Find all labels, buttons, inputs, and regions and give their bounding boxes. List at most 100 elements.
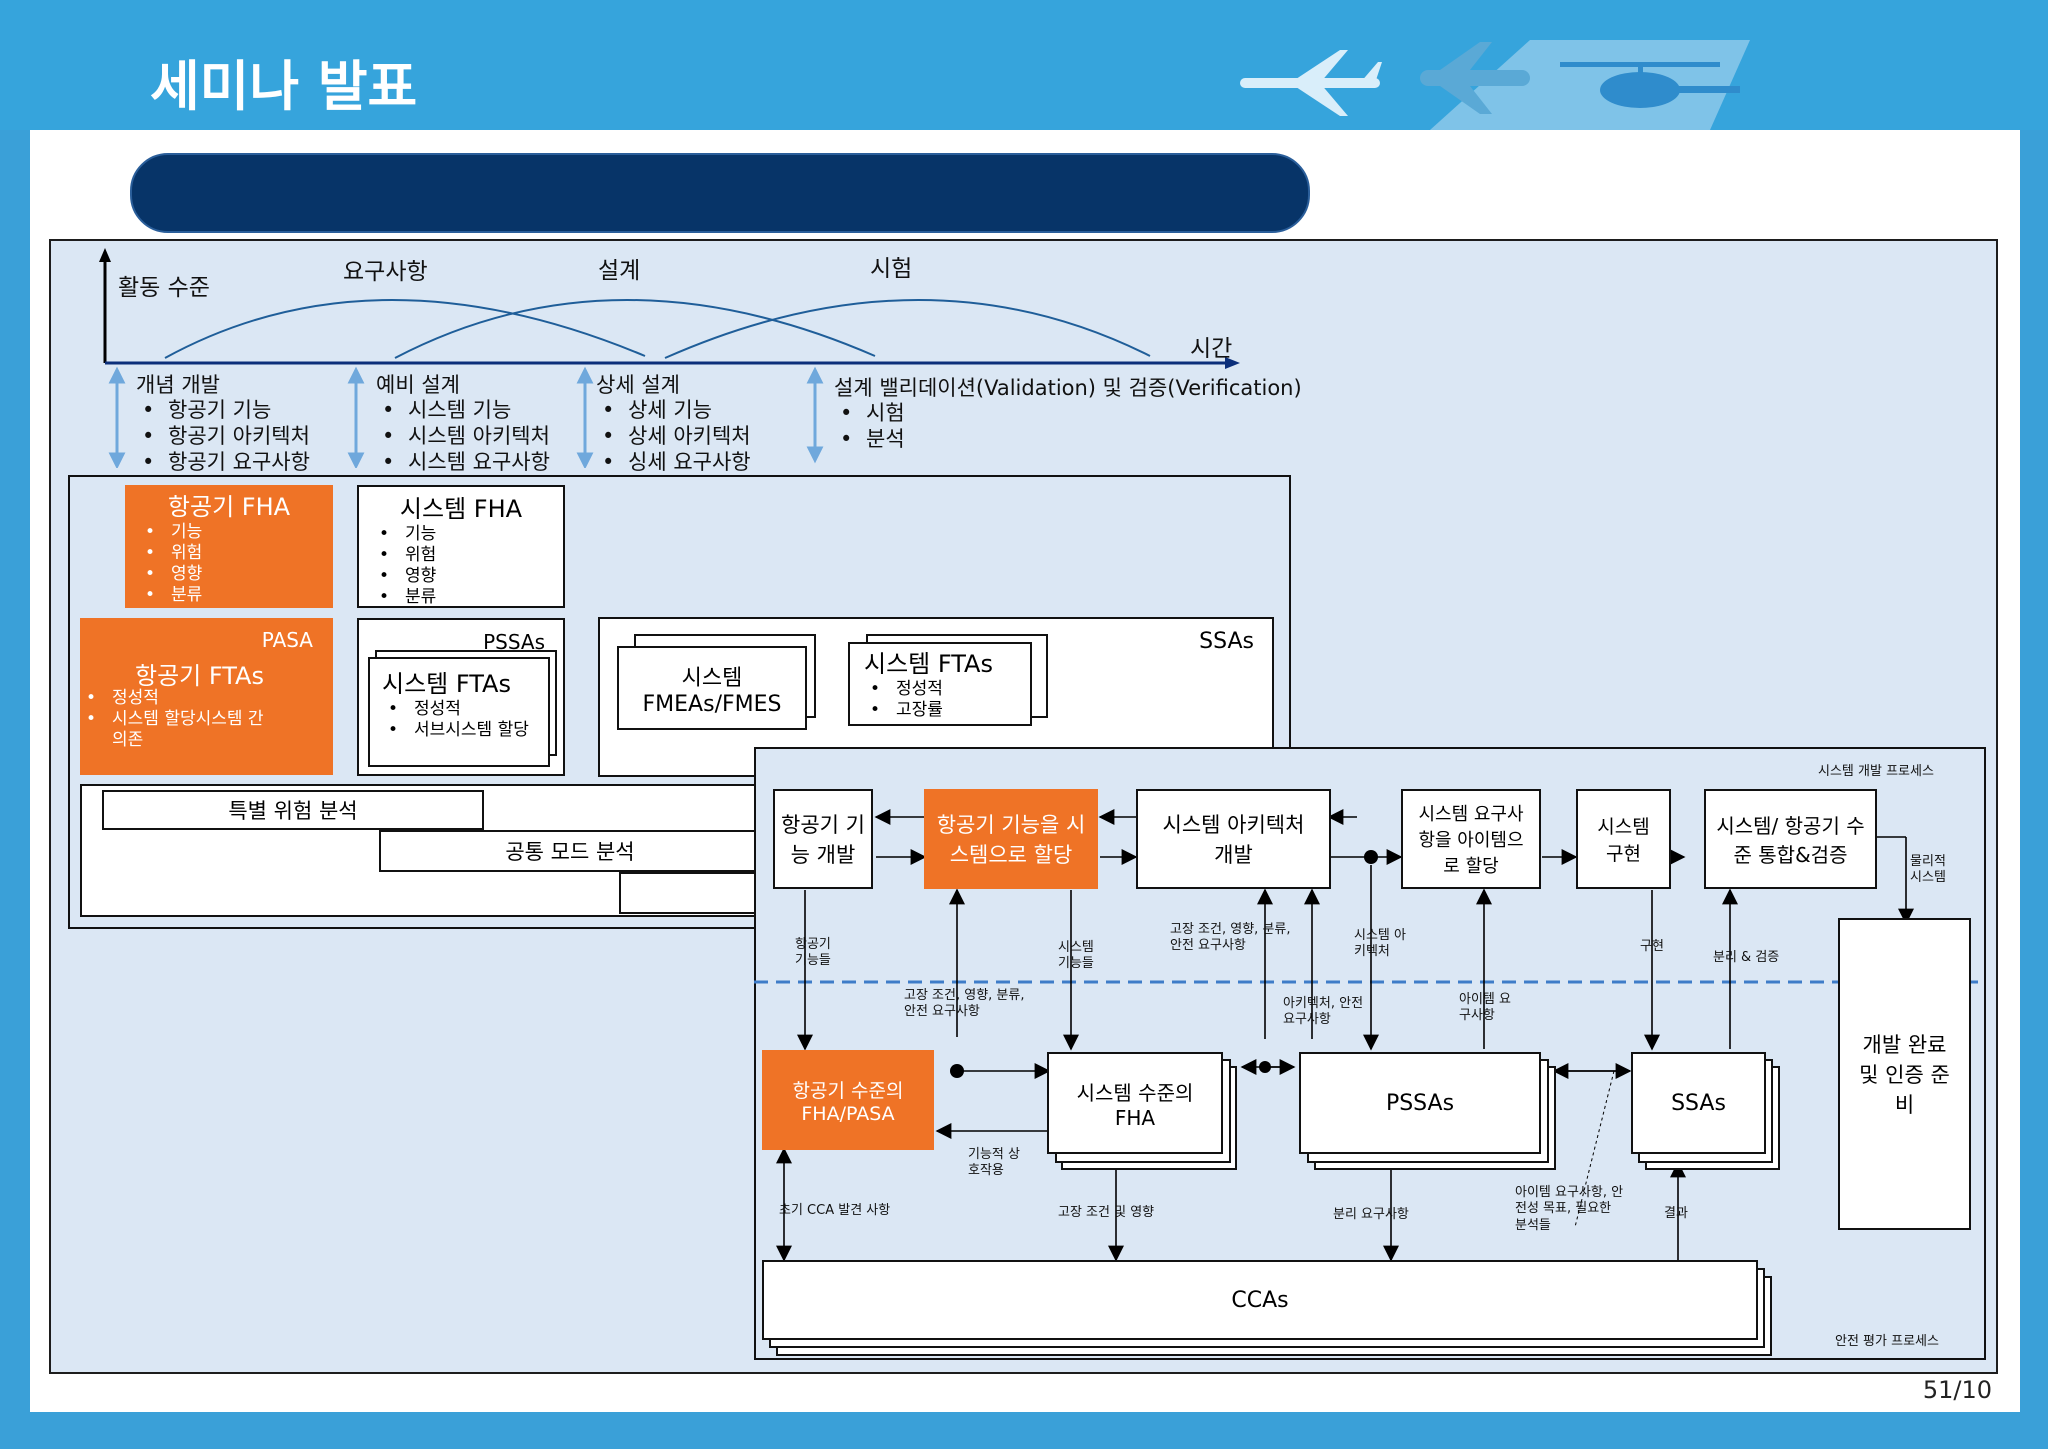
stage-title: 개념 개발 bbox=[136, 373, 220, 397]
box-item: 정성적 bbox=[864, 679, 1030, 700]
label-failure-cond-mid: 고장 조건, 영향, 분류, 안전 요구사항 bbox=[904, 988, 1025, 1020]
transport-plane-icon bbox=[1420, 42, 1530, 114]
fmea-box: 시스템 FMEAs/FMES bbox=[617, 646, 807, 730]
pasa-box: PASA 항공기 FTAs 정성적 시스템 할당시스템 간 의존 bbox=[80, 618, 333, 775]
stage-item: 상세 기능 bbox=[596, 398, 751, 424]
y-axis-arrow-icon bbox=[99, 248, 111, 262]
ccas-process-box: CCAs bbox=[762, 1260, 1758, 1340]
helicopter-icon bbox=[1560, 62, 1740, 108]
box-item: 정성적 bbox=[80, 688, 310, 709]
ssa-fta-box: 시스템 FTAs 정성적 고장률 bbox=[848, 642, 1032, 726]
box-title: 항공기 FHA bbox=[167, 493, 291, 521]
box-item: 분류 bbox=[139, 585, 333, 606]
stage-item: 항공기 요구사항 bbox=[136, 450, 310, 476]
box-title: 시스템 FHA bbox=[399, 495, 523, 523]
box-item: 분류 bbox=[373, 587, 563, 608]
box-item: 기능 bbox=[373, 524, 563, 545]
junction-dot bbox=[950, 1064, 964, 1078]
stage-concept: 개념 개발 항공기 기능 항공기 아키텍처 항공기 요구사항 bbox=[136, 373, 310, 476]
requirement-allocate-box: 시스템 요구사항을 아이템으로 할당 bbox=[1401, 789, 1541, 889]
stage-item: 시험 bbox=[834, 401, 1302, 427]
junction-dot bbox=[1364, 850, 1378, 864]
stage-item: 시스템 기능 bbox=[376, 398, 550, 424]
system-impl-box: 시스템 구현 bbox=[1576, 789, 1671, 889]
requirements-curve bbox=[164, 299, 646, 359]
box-item: 영향 bbox=[373, 566, 563, 587]
pssas-process-box: PSSAs bbox=[1299, 1052, 1541, 1154]
design-curve bbox=[394, 299, 876, 359]
y-axis-label: 활동 수준 bbox=[118, 275, 210, 301]
slide-title: 세미나 발표 bbox=[150, 55, 418, 118]
dev-process-label: 시스템 개발 프로세스 bbox=[1818, 764, 1934, 779]
label-failure-cond-top: 고장 조건, 영향, 분류, 안전 요구사항 bbox=[1170, 922, 1291, 954]
box-item: 고장률 bbox=[864, 700, 1030, 721]
label-early-cca: 초기 CCA 발견 사항 bbox=[779, 1203, 891, 1218]
system-fha-box: 시스템 FHA 기능 위험 영향 분류 bbox=[357, 485, 565, 608]
label-item-req-safety: 아이템 요구사항, 안전성 목표, 필요한 분석들 bbox=[1515, 1185, 1624, 1233]
aircraft-fha-pasa-box: 항공기 수준의 FHA/PASA bbox=[762, 1050, 934, 1150]
x-axis-arrow-icon bbox=[1225, 357, 1240, 369]
stage-title: 설계 밸리데이션(Validation) 및 검증(Verification) bbox=[834, 376, 1302, 400]
common-mode-box: 공통 모드 분석 bbox=[379, 830, 761, 872]
phase-design: 설계 bbox=[598, 258, 641, 284]
label-separation-verification: 분리 & 검증 bbox=[1713, 950, 1780, 965]
test-curve bbox=[664, 299, 1151, 359]
phase-test: 시험 bbox=[870, 256, 913, 282]
box-item: 위험 bbox=[373, 545, 563, 566]
label-functional-interaction: 기능적 상호작용 bbox=[968, 1147, 1020, 1179]
safety-process-label: 안전 평가 프로세스 bbox=[1835, 1334, 1939, 1349]
page-number: 51/10 bbox=[1922, 1376, 1992, 1404]
box-title: 시스템 FTAs bbox=[382, 670, 511, 698]
ssas-process-box: SSAs bbox=[1631, 1052, 1766, 1154]
box-title: 항공기 FTAs bbox=[135, 662, 264, 690]
section-banner bbox=[130, 153, 1310, 233]
label-separation-req: 분리 요구사항 bbox=[1333, 1207, 1409, 1222]
label-item-requirements: 아이템 요구사항 bbox=[1459, 992, 1511, 1024]
special-risk-box: 특별 위험 분석 bbox=[102, 790, 484, 830]
stage-item: 항공기 아키텍처 bbox=[136, 424, 310, 450]
box-item: 영향 bbox=[139, 564, 333, 585]
phase-requirements: 요구사항 bbox=[343, 259, 428, 285]
aircraft-fha-box: 항공기 FHA 기능 위험 영향 분류 bbox=[125, 485, 333, 608]
label-system-functions: 시스템 기능들 bbox=[1058, 940, 1094, 972]
aircraft-function-dev-box: 항공기 기능 개발 bbox=[773, 789, 873, 889]
stage-title: 상세 설계 bbox=[596, 373, 680, 397]
label-failure-effect: 고장 조건 및 영향 bbox=[1058, 1205, 1155, 1220]
box-item: 시스템 할당시스템 간 의존 bbox=[80, 709, 282, 751]
x-axis-label: 시간 bbox=[1190, 336, 1233, 362]
box-item: 서브시스템 할당 bbox=[382, 720, 542, 741]
system-architecture-box: 시스템 아키텍처 개발 bbox=[1136, 789, 1331, 889]
box-title: 시스템 FTAs bbox=[864, 650, 993, 678]
stage-item: 싱세 요구사항 bbox=[596, 450, 751, 476]
junction-dot bbox=[1259, 1061, 1271, 1073]
stage-item: 분석 bbox=[834, 427, 1302, 453]
stage-preliminary: 예비 설계 시스템 기능 시스템 아키텍처 시스템 요구사항 bbox=[376, 373, 550, 476]
label-aircraft-functions: 항공기 기능들 bbox=[795, 937, 831, 969]
box-item: 정성적 bbox=[382, 699, 542, 720]
label-implementation: 구현 bbox=[1640, 939, 1664, 954]
dashed-leader bbox=[1574, 1070, 1615, 1228]
stage-validation: 설계 밸리데이션(Validation) 및 검증(Verification) … bbox=[834, 376, 1302, 453]
box-tag: SSAs bbox=[1199, 629, 1254, 654]
stage-item: 시스템 요구사항 bbox=[376, 450, 550, 476]
label-system-architecture: 시스템 아키텍처 bbox=[1354, 928, 1406, 960]
function-allocate-box: 항공기 기능을 시스템으로 할당 bbox=[924, 789, 1098, 889]
physical-system-label: 물리적 시스템 bbox=[1910, 854, 1946, 886]
airliner-icon bbox=[1240, 50, 1382, 116]
activity-timeline bbox=[99, 248, 1240, 468]
box-item: 기능 bbox=[139, 522, 333, 543]
process-connectors bbox=[754, 809, 1986, 1262]
box-tag: PASA bbox=[261, 628, 313, 652]
system-fha-box: 시스템 수준의 FHA bbox=[1047, 1052, 1223, 1154]
stage-item: 항공기 기능 bbox=[136, 398, 310, 424]
integration-box: 시스템/ 항공기 수준 통합&검증 bbox=[1704, 789, 1877, 889]
label-result: 결과 bbox=[1664, 1206, 1688, 1221]
certification-box: 개발 완료 및 인증 준비 bbox=[1838, 918, 1971, 1230]
label-arch-safety-req: 아키텍처, 안전 요구사항 bbox=[1283, 996, 1364, 1028]
box-item: 위험 bbox=[139, 543, 333, 564]
pssa-fta-box: 시스템 FTAs 정성적 서브시스템 할당 bbox=[368, 657, 550, 767]
aircraft-banner-icons bbox=[1240, 40, 1750, 130]
stage-item: 상세 아키텍처 bbox=[596, 424, 751, 450]
stage-title: 예비 설계 bbox=[376, 373, 460, 397]
stage-item: 시스템 아키텍처 bbox=[376, 424, 550, 450]
